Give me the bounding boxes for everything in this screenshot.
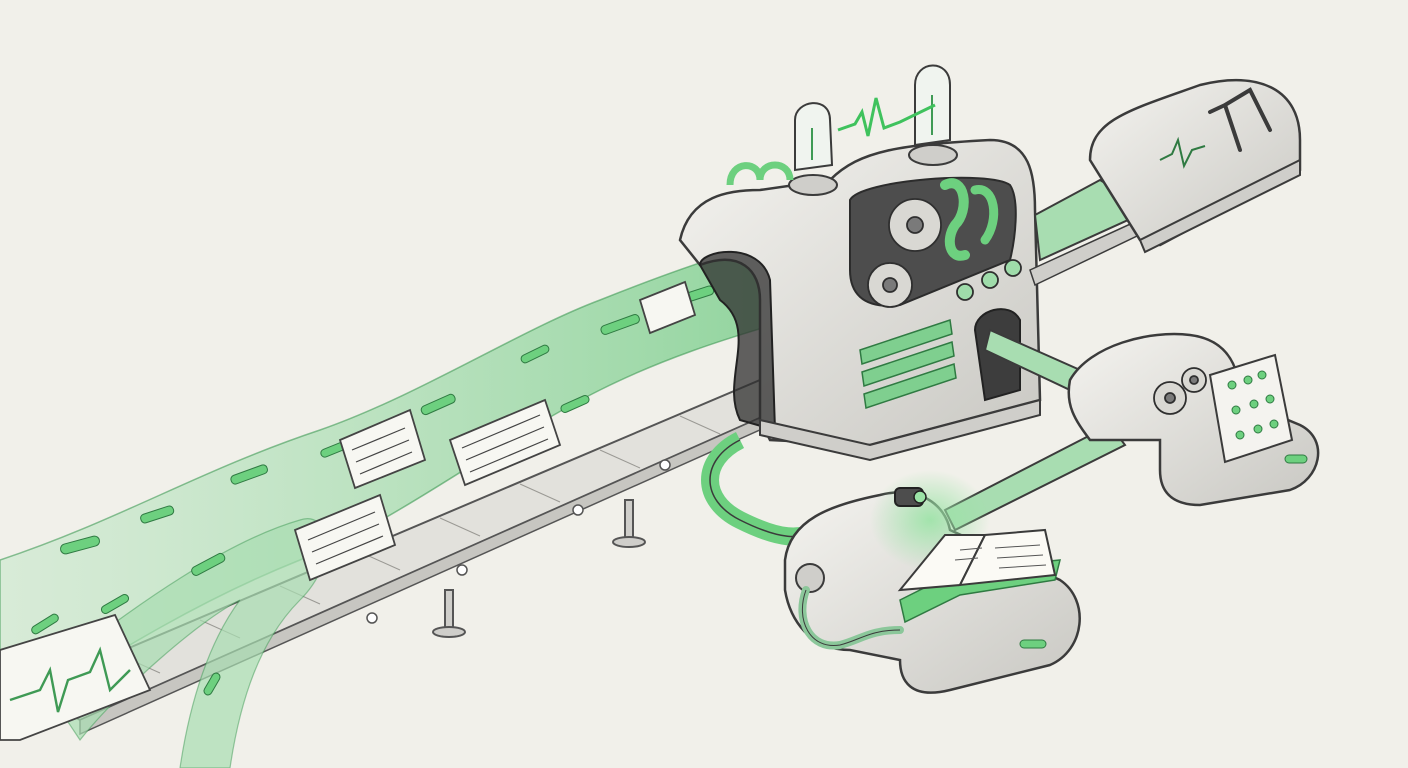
vacuum-tube-icon [788, 64, 958, 196]
document-text-lines [307, 414, 549, 565]
ecg-waveform-icon [1159, 136, 1206, 169]
open-book-icon [897, 528, 1061, 624]
vent-slots [859, 319, 957, 409]
reading-module [783, 470, 1081, 694]
data-stream [0, 249, 792, 768]
robot-arm-icon [1208, 87, 1272, 152]
document-icon [293, 280, 697, 582]
gear-icon [867, 198, 942, 308]
data-packets [31, 285, 715, 696]
control-knobs[interactable] [956, 259, 1022, 301]
coil-spring [726, 161, 794, 186]
indicator-slot [1284, 454, 1308, 464]
conveyor-legs [432, 499, 646, 638]
indicator-slot [1019, 639, 1047, 649]
conveyor-rivets [366, 459, 671, 624]
robot-arm-module [1088, 78, 1302, 254]
abacus-icon [1208, 353, 1294, 464]
main-processing-machine [678, 64, 1042, 462]
lens-icon [894, 487, 927, 507]
ecg-waveform-icon [837, 97, 936, 137]
gear-window [849, 176, 1017, 308]
gear-icon [1153, 367, 1207, 415]
calculation-module [1067, 332, 1320, 507]
ecg-waveform-icon [0, 613, 152, 741]
power-connector [795, 563, 825, 593]
